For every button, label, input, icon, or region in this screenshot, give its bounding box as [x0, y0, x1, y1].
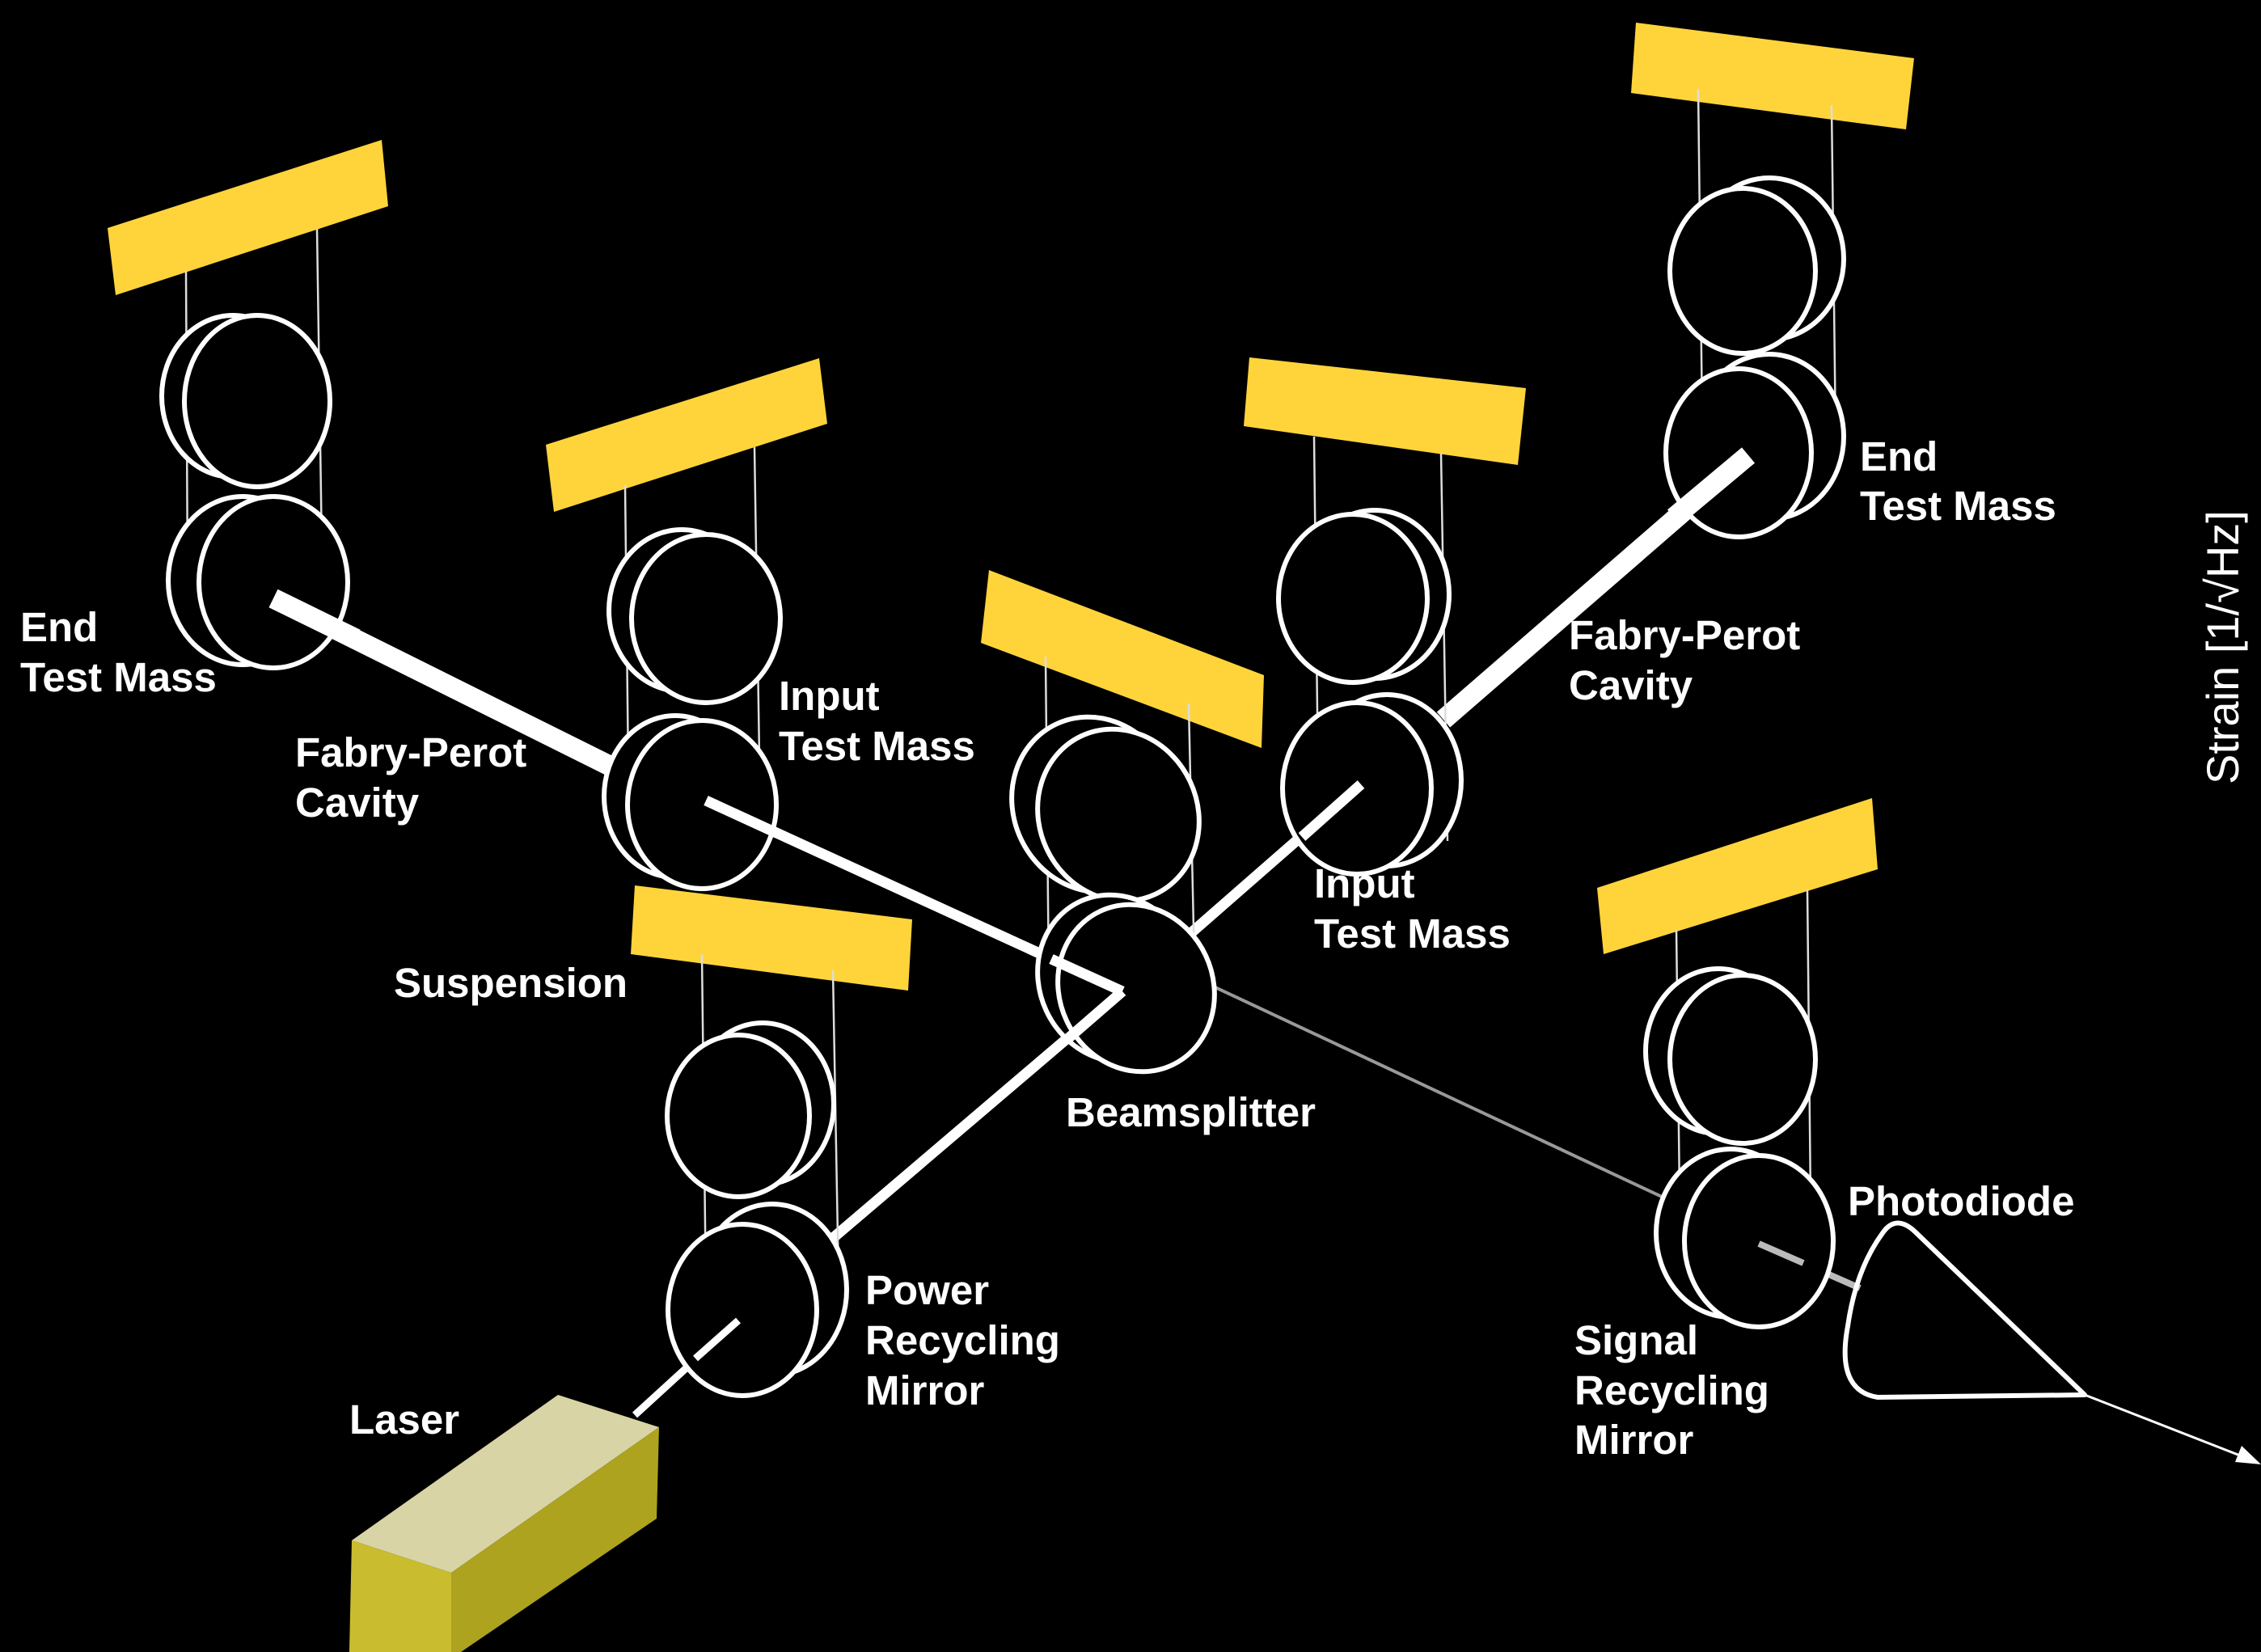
- mount-power-recycling: [631, 885, 912, 991]
- mount-signal-recycling: [1597, 798, 1878, 954]
- signal-recycling-mirror: [1654, 1147, 1836, 1329]
- laser-icon: [349, 1395, 659, 1652]
- beam-prm-overlay: [693, 1317, 741, 1362]
- optics: [159, 175, 1846, 1398]
- beam-srm-overlay: [1757, 1240, 1805, 1266]
- beam-overlays: [268, 447, 1805, 1362]
- beamsplitter-upper-mass: [1009, 714, 1202, 904]
- beam-left-itm-overlay: [704, 796, 779, 838]
- left-input-test-mass: [602, 713, 779, 891]
- mount-left-end: [108, 140, 388, 295]
- prm-upper-mass: [665, 1020, 836, 1199]
- beam-bs-in-overlay: [1063, 987, 1126, 1043]
- beam-beamsplitter-to-signal-mirror: [1204, 981, 1675, 1204]
- mount-left-itm: [546, 358, 827, 512]
- output-arrowhead: [2235, 1446, 2261, 1464]
- beam-bs-left-overlay: [1049, 954, 1125, 996]
- label-laser: Laser: [349, 1396, 459, 1443]
- suspension-mounts: [108, 23, 1914, 991]
- laser-top-face: [352, 1395, 659, 1573]
- label-beamsplitter: Beamsplitter: [1066, 1089, 1316, 1135]
- beam-right-itm-overlay: [1298, 780, 1365, 841]
- mount-right-itm: [1244, 357, 1526, 465]
- srm-upper-mass: [1643, 966, 1818, 1146]
- mount-beamsplitter: [981, 570, 1264, 748]
- power-recycling-mirror: [666, 1202, 849, 1398]
- left-itm-upper-mass: [606, 527, 783, 705]
- beam-left-fp-overlay: [268, 589, 361, 649]
- beam-right-fp-overlay: [1667, 447, 1756, 526]
- label-suspension: Suspension: [394, 960, 628, 1006]
- right-itm-upper-mass: [1276, 508, 1452, 685]
- right-input-test-mass: [1280, 692, 1464, 877]
- photodiode-icon: [1842, 1220, 2087, 1400]
- right-end-upper-mass: [1667, 175, 1846, 356]
- laser-side-face: [451, 1427, 659, 1652]
- label-photodiode: Photodiode: [1848, 1178, 2074, 1224]
- beam-photodiode-output: [2084, 1393, 2241, 1457]
- mount-right-end: [1631, 23, 1914, 129]
- laser-front-face: [349, 1540, 451, 1652]
- strain-axis-label: Strain [1/√Hz]: [2197, 510, 2248, 784]
- axis-title-strain: Strain [1/√Hz]: [2197, 510, 2248, 784]
- left-end-upper-mass: [159, 313, 332, 489]
- beamsplitter-mass: [1035, 892, 1217, 1075]
- left-end-test-mass: [166, 494, 350, 670]
